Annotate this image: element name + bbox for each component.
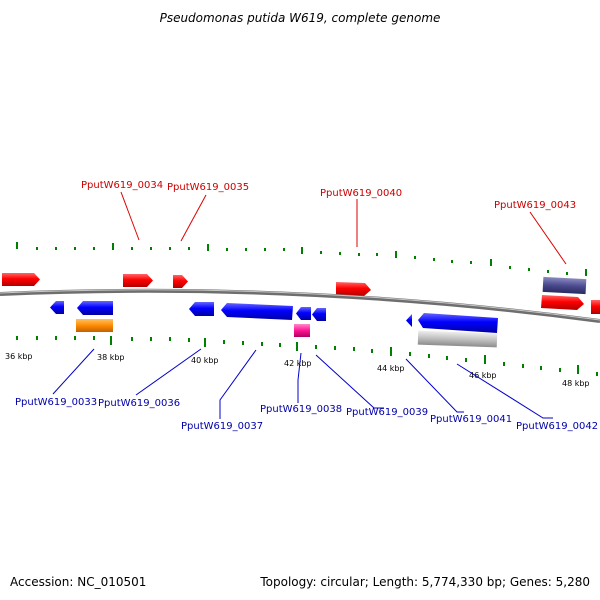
genome-summary: Topology: circular; Length: 5,774,330 bp… (259, 575, 590, 589)
gene-forward-1[interactable] (2, 273, 40, 286)
label-pputw619-0039[interactable]: PputW619_0039 (346, 407, 428, 418)
inner-tick-marks (16, 336, 598, 376)
label-pputw619-0038[interactable]: PputW619_0038 (260, 404, 342, 415)
feature-pink[interactable] (294, 324, 310, 337)
kbp-label: 38 kbp (97, 353, 125, 362)
outer-tick-marks (16, 242, 587, 276)
genome-title: Pseudomonas putida W619, complete genome (160, 11, 441, 25)
forward-genes (2, 273, 600, 314)
accession-text: Accession: NC_010501 (10, 575, 146, 589)
reverse-labels: PputW619_0033 PputW619_0036 PputW619_003… (15, 397, 598, 432)
label-pputw619-0033[interactable]: PputW619_0033 (15, 397, 97, 408)
label-pputw619-0043[interactable]: PputW619_0043 (494, 200, 576, 211)
reverse-genes (50, 301, 498, 348)
kbp-label: 36 kbp (5, 352, 33, 361)
label-pputw619-0035[interactable]: PputW619_0035 (167, 182, 249, 193)
label-pputw619-0034[interactable]: PputW619_0034 (81, 180, 163, 191)
genome-backbone-highlight (0, 289, 600, 321)
label-pputw619-0037[interactable]: PputW619_0037 (181, 421, 263, 432)
kbp-label: 42 kbp (284, 359, 312, 368)
feature-orange[interactable] (76, 319, 113, 332)
gene-pputw619-0038b[interactable] (312, 308, 326, 321)
gene-pputw619-0034[interactable] (123, 274, 153, 287)
kbp-labels: 36 kbp 38 kbp 40 kbp 42 kbp 44 kbp 46 kb… (5, 352, 590, 388)
gene-pputw619-0037[interactable] (221, 303, 293, 320)
gene-pputw619-0033[interactable] (50, 301, 64, 314)
kbp-label: 44 kbp (377, 364, 405, 373)
gene-pputw619-0035[interactable] (173, 275, 188, 288)
label-pputw619-0041[interactable]: PputW619_0041 (430, 414, 512, 425)
label-pputw619-0036[interactable]: PputW619_0036 (98, 398, 180, 409)
kbp-label: 40 kbp (191, 356, 219, 365)
forward-labels: PputW619_0034 PputW619_0035 PputW619_004… (81, 180, 576, 211)
gene-pputw619-0040[interactable] (336, 282, 371, 296)
genome-backbone (0, 288, 600, 323)
gene-pputw619-0038a[interactable] (296, 307, 311, 320)
forward-leader-lines (120, 191, 567, 265)
kbp-label: 46 kbp (469, 371, 497, 380)
gene-reverse-small[interactable] (406, 314, 412, 327)
gene-reverse-0033b[interactable] (77, 301, 113, 315)
feature-gray[interactable] (417, 330, 498, 348)
kbp-label: 48 kbp (562, 379, 590, 388)
label-pputw619-0042[interactable]: PputW619_0042 (516, 421, 598, 432)
reverse-leader-lines (52, 348, 553, 419)
gene-pputw619-0043[interactable] (542, 276, 587, 295)
gene-pputw619-0036[interactable] (189, 302, 214, 316)
label-pputw619-0040[interactable]: PputW619_0040 (320, 188, 402, 199)
gene-forward-red-right[interactable] (541, 295, 584, 310)
gene-forward-edge[interactable] (591, 300, 600, 314)
gene-pputw619-0041[interactable] (418, 313, 498, 333)
